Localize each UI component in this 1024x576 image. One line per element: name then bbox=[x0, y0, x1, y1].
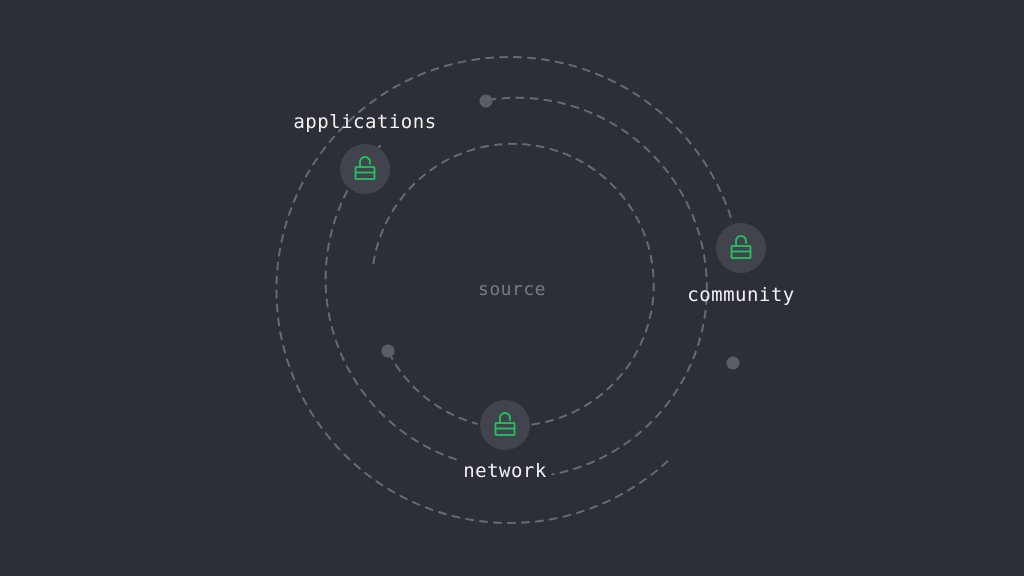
orbit-dot bbox=[479, 94, 493, 108]
center-label: source bbox=[478, 279, 546, 300]
orbit-dot bbox=[381, 344, 395, 358]
node-community: community bbox=[687, 223, 794, 306]
middle-orbit-left bbox=[324, 143, 457, 461]
node-circle bbox=[340, 144, 390, 194]
middle-orbit-right bbox=[487, 96, 708, 476]
unlocked-padlock-icon bbox=[354, 156, 376, 180]
inner-orbit bbox=[372, 142, 655, 426]
inner-orbit-tail bbox=[387, 351, 478, 425]
outer-orbit bbox=[275, 56, 733, 524]
orbit-dot bbox=[726, 356, 740, 370]
node-applications: applications bbox=[293, 111, 436, 194]
unlocked-padlock-icon bbox=[730, 235, 752, 259]
node-network: network bbox=[463, 400, 547, 482]
node-circle bbox=[480, 400, 530, 450]
node-circle bbox=[716, 223, 766, 273]
node-label: community bbox=[687, 284, 794, 306]
node-label: applications bbox=[293, 111, 436, 133]
unlocked-padlock-icon bbox=[494, 412, 516, 436]
node-label: network bbox=[463, 460, 547, 482]
